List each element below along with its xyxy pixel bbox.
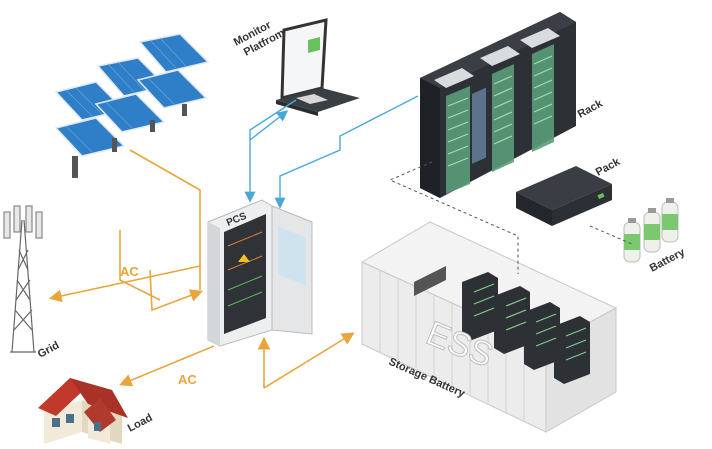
solar-panel-array-icon (54, 33, 210, 178)
grid-label: Grid (36, 339, 62, 360)
pcs-cabinet-icon (207, 199, 313, 347)
dashed-connector-lines (388, 161, 633, 274)
pack-icon (516, 166, 612, 226)
grid-tower-icon (3, 205, 43, 353)
house-icon (38, 378, 128, 444)
ac-flow-lines (48, 149, 355, 389)
rack-icon (420, 12, 576, 198)
laptop-icon (276, 18, 360, 116)
ac-label-upper: AC (120, 264, 139, 279)
ess-container-icon (360, 221, 618, 433)
load-label: Load (126, 412, 155, 435)
pack-label: Pack (594, 156, 623, 179)
ac-label-lower: AC (178, 372, 197, 387)
battery-cells-icon (623, 198, 679, 263)
rack-label: Rack (576, 97, 606, 120)
data-link-lines (244, 95, 419, 209)
